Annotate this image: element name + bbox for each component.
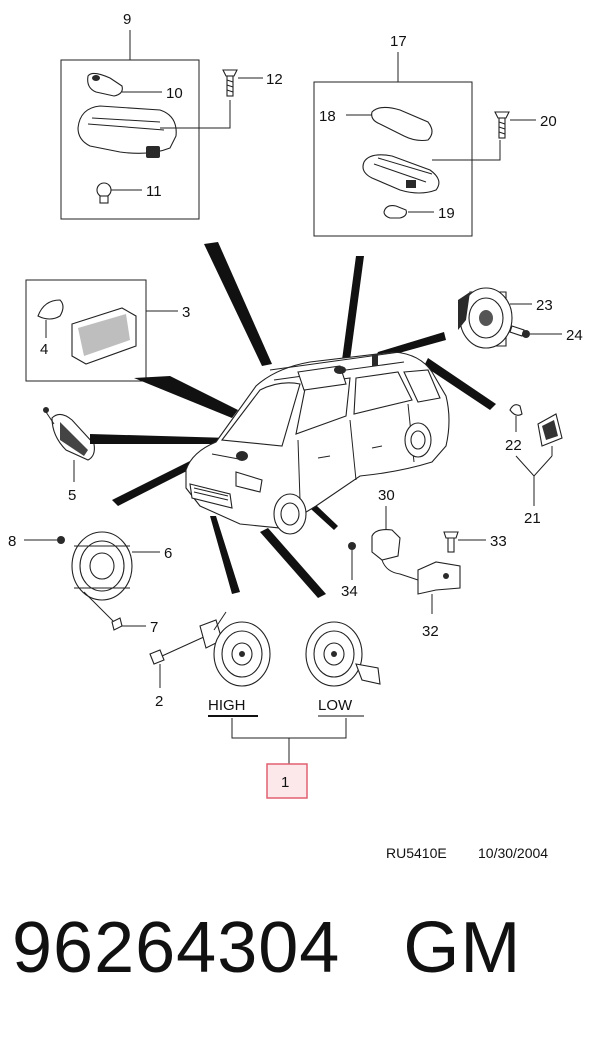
callout-34: 34 — [341, 583, 358, 600]
callout-30: 30 — [378, 487, 395, 504]
callout-6: 6 — [164, 545, 172, 562]
cargo-lamp-group: 3 4 — [25, 279, 190, 382]
dome-lamp-housing — [77, 105, 177, 154]
cargo-bulb — [37, 299, 64, 320]
callout-33: 33 — [490, 533, 507, 550]
map-lamp-group: 17 18 19 20 — [313, 33, 557, 237]
callout-23: 23 — [536, 297, 553, 314]
horn-low-label: LOW — [318, 697, 353, 714]
parts-diagram: 9 10 11 12 17 18 — [8, 11, 583, 861]
sensor-group: 30 34 32 33 — [341, 487, 507, 640]
side-repeater-group: 5 — [43, 407, 95, 504]
bracket-32 — [417, 561, 461, 595]
callout-9: 9 — [123, 11, 131, 28]
license-bulb — [509, 404, 523, 416]
callout-19: 19 — [438, 205, 455, 222]
reference-date: 10/30/2004 — [478, 845, 548, 861]
map-lamp-housing — [362, 154, 440, 194]
callout-24: 24 — [566, 327, 583, 344]
front-speaker-group: 8 6 7 — [8, 531, 172, 636]
dome-bulb — [96, 182, 112, 198]
callout-7: 7 — [150, 619, 158, 636]
part-brand: GM — [403, 908, 522, 988]
callout-17: 17 — [390, 33, 407, 50]
map-lamp-box — [313, 81, 473, 237]
bolt-2 — [149, 649, 165, 665]
callout-5: 5 — [68, 487, 76, 504]
callout-22: 22 — [505, 437, 522, 454]
sensor-30 — [371, 529, 401, 561]
callout-32: 32 — [422, 623, 439, 640]
callout-10: 10 — [166, 85, 183, 102]
rear-speaker-group: 23 24 — [458, 287, 583, 349]
part-number: 96264304 — [12, 908, 341, 988]
callout-4: 4 — [40, 341, 48, 358]
callout-8: 8 — [8, 533, 16, 550]
callout-3: 3 — [182, 304, 190, 321]
callout-12: 12 — [266, 71, 283, 88]
reference-code: RU5410E — [386, 845, 447, 861]
dome-lamp-box — [60, 59, 200, 220]
horn-high-label: HIGH — [208, 697, 246, 714]
screw-7 — [111, 617, 123, 631]
clip-34 — [348, 542, 356, 550]
screw-12 — [222, 69, 238, 77]
callout-2: 2 — [155, 693, 163, 710]
screw-24 — [509, 325, 525, 337]
screw-20 — [494, 111, 510, 119]
map-lens — [371, 106, 433, 142]
cargo-lamp-box — [25, 279, 147, 382]
part-number-caption: 96264304 GM — [12, 912, 521, 984]
callout-11: 11 — [146, 183, 162, 200]
map-bulb — [383, 205, 407, 219]
callout-21: 21 — [524, 510, 541, 527]
callout-1: 1 — [281, 774, 289, 791]
callout-18: 18 — [319, 108, 336, 125]
vehicle-illustration — [90, 242, 496, 598]
callout-20: 20 — [540, 113, 557, 130]
callout-1-highlight[interactable] — [266, 763, 308, 799]
horn-group: 2 HIGH LOW 1 — [149, 611, 381, 799]
license-lamp-group: 22 21 — [505, 404, 563, 527]
dome-lamp-group: 9 10 11 12 — [60, 11, 283, 220]
